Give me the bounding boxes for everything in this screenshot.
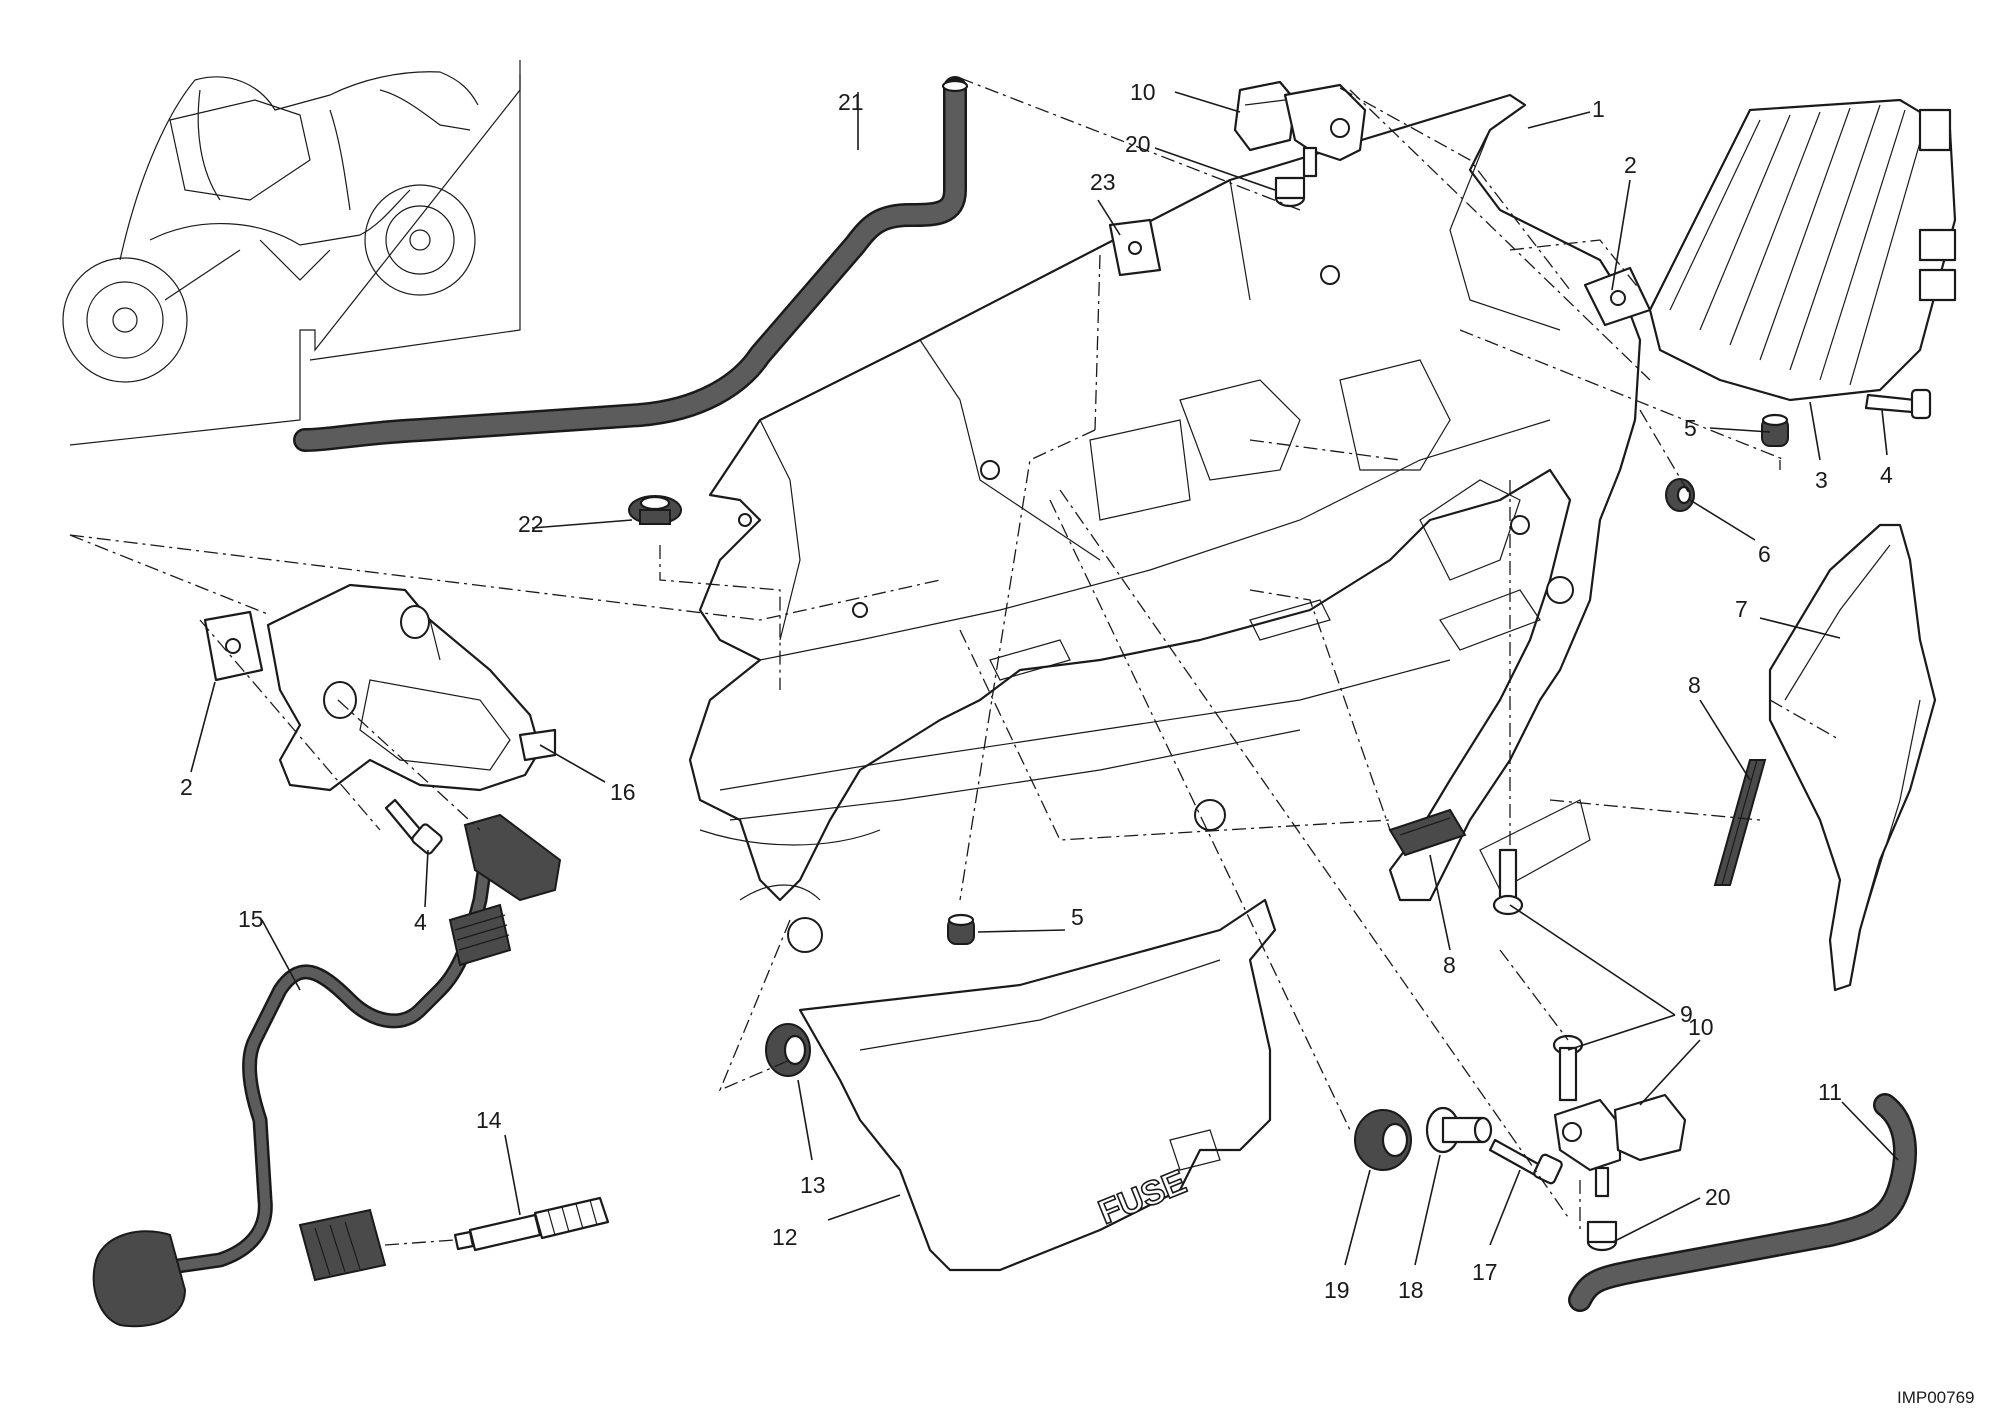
main-bracket-part-1 xyxy=(688,93,1642,953)
callout-9: 9 xyxy=(1680,1001,1693,1027)
callout-17: 17 xyxy=(1472,1259,1498,1285)
ignition-coil-part-16 xyxy=(266,583,557,792)
bushing-part-18 xyxy=(1425,1106,1493,1154)
callout-20-bottom: 20 xyxy=(1705,1184,1731,1210)
hose-clip-part-20-bottom xyxy=(1586,1220,1618,1252)
fuse-cover-part-12: FUSE xyxy=(798,898,1277,1272)
callout-1: 1 xyxy=(1592,96,1605,122)
hose-part-21 xyxy=(293,76,969,452)
callout-2-right: 2 xyxy=(1624,152,1637,178)
callout-22: 22 xyxy=(518,511,544,537)
callout-12: 12 xyxy=(772,1224,798,1250)
bolt-part-9-lower xyxy=(1552,1034,1584,1102)
side-panel-part-7 xyxy=(1768,523,1937,992)
callout-labels: 1 2 2 3 4 4 5 5 6 7 8 8 9 10 10 11 12 13… xyxy=(180,79,1893,1303)
bolt-part-9-upper xyxy=(1492,848,1524,916)
callout-14: 14 xyxy=(476,1107,502,1133)
callout-19: 19 xyxy=(1324,1277,1350,1303)
nut-clip-part-23 xyxy=(1108,218,1162,277)
grommet-part-5 xyxy=(947,413,1789,945)
callout-23: 23 xyxy=(1090,169,1116,195)
callout-6: 6 xyxy=(1758,541,1771,567)
bolt-part-4-right xyxy=(1864,388,1932,420)
callout-8-center: 8 xyxy=(1443,952,1456,978)
callout-3: 3 xyxy=(1815,467,1828,493)
sensor-part-10-bottom xyxy=(1553,1093,1687,1198)
hose-part-11 xyxy=(1568,1093,1917,1312)
nut-clip-part-2-left xyxy=(203,610,264,682)
callout-7: 7 xyxy=(1735,596,1748,622)
ht-lead-part-15 xyxy=(92,813,562,1328)
assembly-lines xyxy=(69,77,1841,1246)
callout-16: 16 xyxy=(610,779,636,805)
callout-10-top: 10 xyxy=(1130,79,1156,105)
hose-clip-part-20-top xyxy=(1274,176,1306,208)
bolt-part-4-left xyxy=(384,798,443,855)
callout-2-left: 2 xyxy=(180,774,193,800)
callout-15: 15 xyxy=(238,906,264,932)
callout-5-center: 5 xyxy=(1071,904,1084,930)
grommet-part-13 xyxy=(765,1023,811,1077)
callout-20-top: 20 xyxy=(1125,131,1151,157)
sensor-part-10-top xyxy=(1233,80,1367,178)
callout-18: 18 xyxy=(1398,1277,1424,1303)
bolt-part-17 xyxy=(1488,1138,1563,1185)
callout-4-left: 4 xyxy=(414,909,427,935)
regulator-part-3 xyxy=(1648,98,1957,402)
callout-13: 13 xyxy=(800,1172,826,1198)
callout-4-right: 4 xyxy=(1880,462,1893,488)
grommet-part-22 xyxy=(628,495,682,525)
spark-plug-part-14 xyxy=(453,1196,610,1252)
figure-code: IMP00769 xyxy=(1897,1388,1975,1407)
motorcycle-thumbnail xyxy=(62,60,521,446)
seal-pad-part-8-center xyxy=(1388,808,1467,857)
callout-10-bottom: 10 xyxy=(1688,1014,1714,1040)
callout-21: 21 xyxy=(838,89,864,115)
seal-strip-part-8-right xyxy=(1713,759,1767,886)
callout-5-right: 5 xyxy=(1684,415,1697,441)
grommet-part-19 xyxy=(1354,1109,1412,1171)
callout-8-right: 8 xyxy=(1688,672,1701,698)
leader-lines xyxy=(190,91,1899,1266)
grommet-part-6 xyxy=(1665,478,1695,512)
callout-11: 11 xyxy=(1818,1079,1842,1105)
